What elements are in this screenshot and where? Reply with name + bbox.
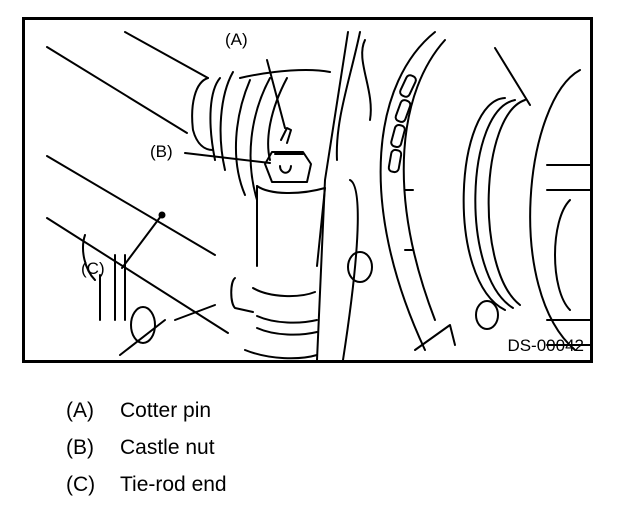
- leader-line-b: [184, 152, 271, 164]
- legend-item: (C) Tie-rod end: [66, 466, 227, 503]
- boot-fold-4: [234, 79, 251, 196]
- legend-label: Castle nut: [120, 435, 215, 459]
- figure-id: DS-00042: [507, 336, 584, 355]
- boot-fold-1: [191, 77, 214, 151]
- backing-plate-outer: [379, 31, 436, 351]
- bolt-upper: [347, 251, 373, 283]
- hub-outer: [462, 97, 506, 311]
- callout-b: (B): [150, 142, 173, 161]
- drive-shaft-line: [124, 31, 209, 79]
- legend-key: (C): [66, 472, 96, 496]
- boot-fold-6: [267, 77, 288, 161]
- knuckle-edge-left: [316, 31, 349, 360]
- legend-label: Cotter pin: [120, 398, 212, 422]
- boot-fold-2: [209, 77, 221, 161]
- castle-nut-shape: [264, 151, 312, 183]
- callout-c: (C): [81, 259, 105, 278]
- boot-fold-3: [219, 71, 234, 171]
- legend: (A) Cotter pin (B) Castle nut (C) Tie-ro…: [66, 392, 227, 503]
- legend-label: Tie-rod end: [120, 472, 227, 496]
- diagram-frame: (A) (B) (C) DS-00042: [22, 17, 593, 363]
- cotter-pin-shape: [280, 127, 292, 144]
- tie-rod-upper-line: [46, 155, 216, 256]
- legend-key: (B): [66, 435, 94, 459]
- legend-item: (B) Castle nut: [66, 429, 227, 466]
- leader-line-c: [121, 215, 162, 269]
- tie-rod-lower-line: [46, 217, 229, 334]
- legend-item: (A) Cotter pin: [66, 392, 227, 429]
- callout-a: (A): [225, 30, 248, 49]
- leader-dot-c: [158, 211, 166, 219]
- control-arm-upper-line: [46, 46, 188, 134]
- boot-fold-5: [249, 77, 271, 201]
- bolt-lower: [475, 300, 499, 330]
- rotor-edge: [529, 69, 581, 351]
- legend-key: (A): [66, 398, 94, 422]
- boot-top: [239, 69, 331, 79]
- leader-line-a: [266, 59, 286, 129]
- tie-rod-end-illustration: [46, 31, 590, 360]
